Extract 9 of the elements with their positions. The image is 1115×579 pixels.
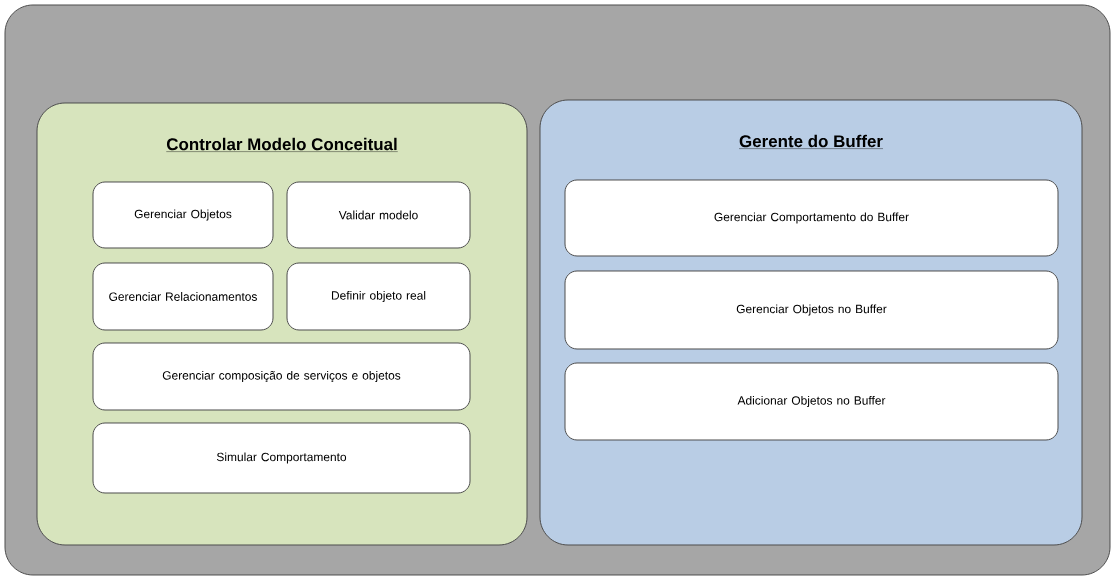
function-box: Gerenciar composição de serviços e objetos bbox=[92, 342, 471, 411]
function-box: Gerenciar Comportamento do Buffer bbox=[564, 179, 1059, 257]
function-box: Gerenciar Objetos bbox=[92, 181, 274, 249]
function-box: Definir objeto real bbox=[286, 262, 471, 331]
function-box: Simular Comportamento bbox=[92, 422, 471, 494]
function-box: Gerenciar Relacionamentos bbox=[92, 262, 274, 331]
function-box: Adicionar Objetos no Buffer bbox=[564, 362, 1059, 441]
function-box: Validar modelo bbox=[286, 181, 471, 249]
function-box: Gerenciar Objetos no Buffer bbox=[564, 270, 1059, 350]
